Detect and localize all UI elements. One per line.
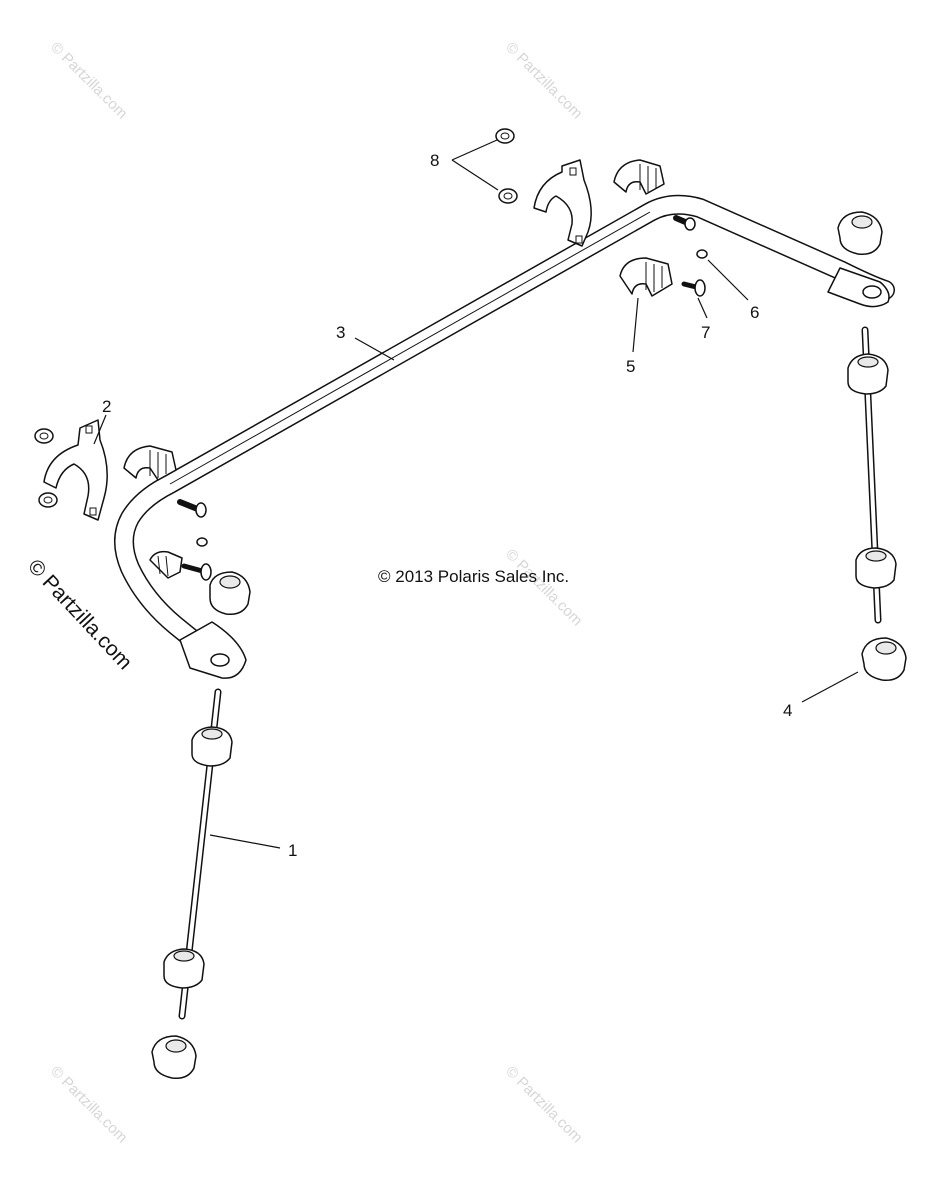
left-bar-mount-hardware — [149, 537, 251, 616]
part-label-3: 3 — [336, 323, 345, 342]
part-number-labels: 1 2 3 4 5 6 7 8 — [102, 151, 792, 860]
part-label-7: 7 — [701, 323, 710, 342]
copyright-notice: © 2013 Polaris Sales Inc. — [378, 567, 570, 586]
part-label-5: 5 — [626, 357, 635, 376]
watermark-layer: © Partzilla.com © Partzilla.com © Partzi… — [47, 39, 585, 1146]
leader-lines — [93, 139, 859, 849]
watermark-bottom-left: © Partzilla.com — [47, 1063, 130, 1146]
part-label-2: 2 — [102, 397, 111, 416]
stabilizer-bar — [114, 194, 895, 679]
part-label-4: 4 — [783, 701, 792, 720]
left-clamp-hardware — [34, 419, 177, 521]
part-label-6: 6 — [750, 303, 759, 322]
watermark-center: © Partzilla.com — [502, 546, 585, 629]
watermark-bottom-right: © Partzilla.com — [502, 1063, 585, 1146]
left-end-link — [151, 688, 233, 1080]
watermark-top-left: © Partzilla.com — [47, 39, 130, 122]
right-end-link — [847, 326, 907, 682]
part-label-8: 8 — [430, 151, 439, 170]
part-label-1: 1 — [288, 841, 297, 860]
watermark-top-right: © Partzilla.com — [502, 39, 585, 122]
right-bar-mount-hardware — [619, 211, 883, 297]
right-clamp-hardware — [495, 128, 665, 247]
